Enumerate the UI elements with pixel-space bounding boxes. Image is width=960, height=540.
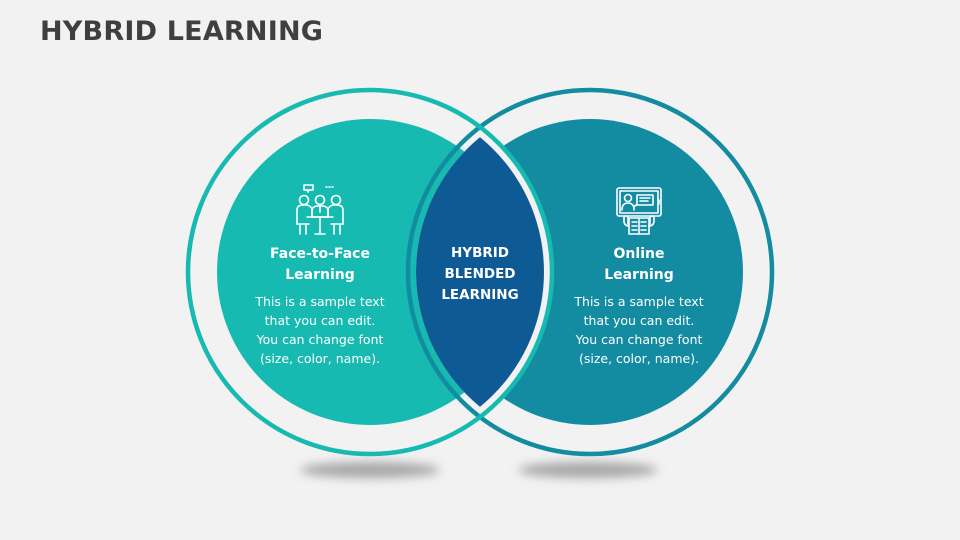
- right-shadow: [518, 462, 658, 478]
- right-outer-ring: [405, 87, 775, 457]
- left-body-text: This is a sample text that you can edit.…: [255, 294, 385, 366]
- online-learning-block: Online Learning This is a sample text th…: [559, 186, 719, 368]
- right-body-text: This is a sample text that you can edit.…: [574, 294, 704, 366]
- online-class-icon: [616, 187, 662, 235]
- left-shadow: [300, 462, 440, 478]
- intersection-label: HYBRID BLENDED LEARNING: [441, 245, 519, 303]
- meeting-people-icon: [296, 184, 344, 235]
- face-to-face-block: Face-to-Face Learning This is a sample t…: [240, 184, 400, 368]
- left-heading: Face-to-Face Learning: [270, 246, 370, 283]
- intersection-lens: [416, 98, 544, 446]
- right-heading: Online Learning: [604, 246, 674, 283]
- left-outer-ring: [185, 87, 555, 457]
- page-title: HYBRID LEARNING: [40, 16, 324, 47]
